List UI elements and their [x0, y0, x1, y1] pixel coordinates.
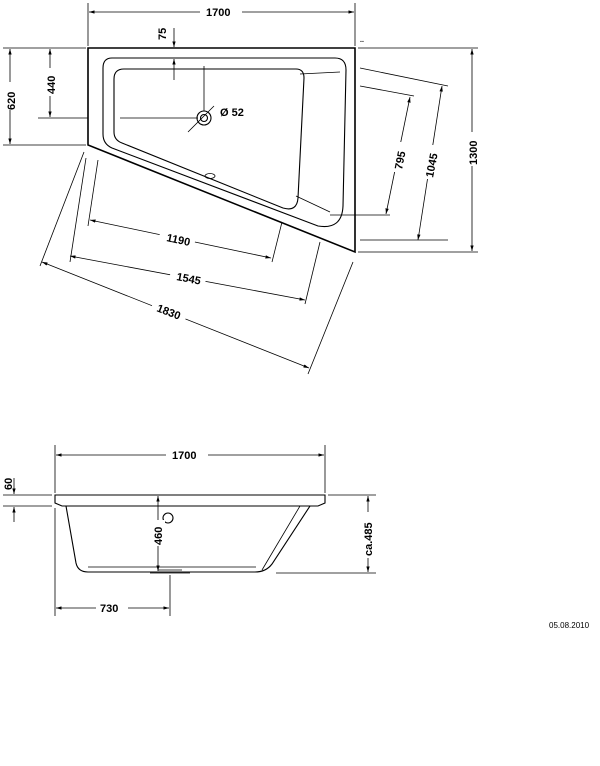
dim-right	[330, 47, 479, 253]
tub-outer-outline	[87, 47, 356, 254]
side-rim	[54, 494, 326, 507]
dim-right-inner-label: 795	[393, 150, 408, 170]
dim-left-inner-label: 440	[46, 76, 58, 94]
dim-left-outer-label: 620	[6, 92, 18, 110]
dim-depth	[151, 496, 165, 571]
dim-height-label: ca.485	[363, 522, 375, 556]
dim-drain-position	[54, 508, 171, 616]
dim-drain-position-label: 730	[100, 603, 118, 615]
tub-basin	[113, 68, 305, 210]
dim-width-top	[87, 3, 356, 46]
dim-width-top-label: 1700	[206, 7, 230, 19]
dim-rim-60	[3, 478, 52, 522]
side-overflow-icon	[162, 512, 174, 524]
overflow-mark	[204, 173, 216, 179]
dim-rim-75-label: 75	[157, 28, 169, 40]
dim-diag-inner-label: 1190	[165, 232, 191, 249]
tub-backrest	[295, 71, 341, 213]
dim-right-mid-label: 1045	[424, 152, 440, 178]
plan-view: Ø 52 1700 .. 75 620 440	[3, 3, 480, 375]
dim-right-outer-label: 1300	[468, 141, 480, 165]
dim-width-side-label: 1700	[172, 450, 196, 462]
dim-width-side	[54, 445, 326, 493]
dim-depth-label: 460	[153, 527, 165, 545]
corner-mark: ..	[360, 37, 364, 44]
drain-icon	[120, 66, 215, 133]
dim-rim-60-label: 60	[3, 478, 15, 490]
drain-diameter-label: Ø 52	[220, 107, 244, 119]
drawing-date: 05.08.2010	[549, 621, 590, 630]
dim-diagonal	[39, 151, 354, 375]
dim-diag-mid-label: 1545	[175, 271, 201, 287]
dim-left	[3, 47, 88, 146]
tub-rim-line	[102, 57, 347, 228]
side-body	[65, 505, 312, 573]
dim-height	[276, 494, 376, 574]
side-view: 1700 60 460 ca.485 730	[3, 445, 376, 616]
side-drain-icon	[150, 569, 190, 574]
